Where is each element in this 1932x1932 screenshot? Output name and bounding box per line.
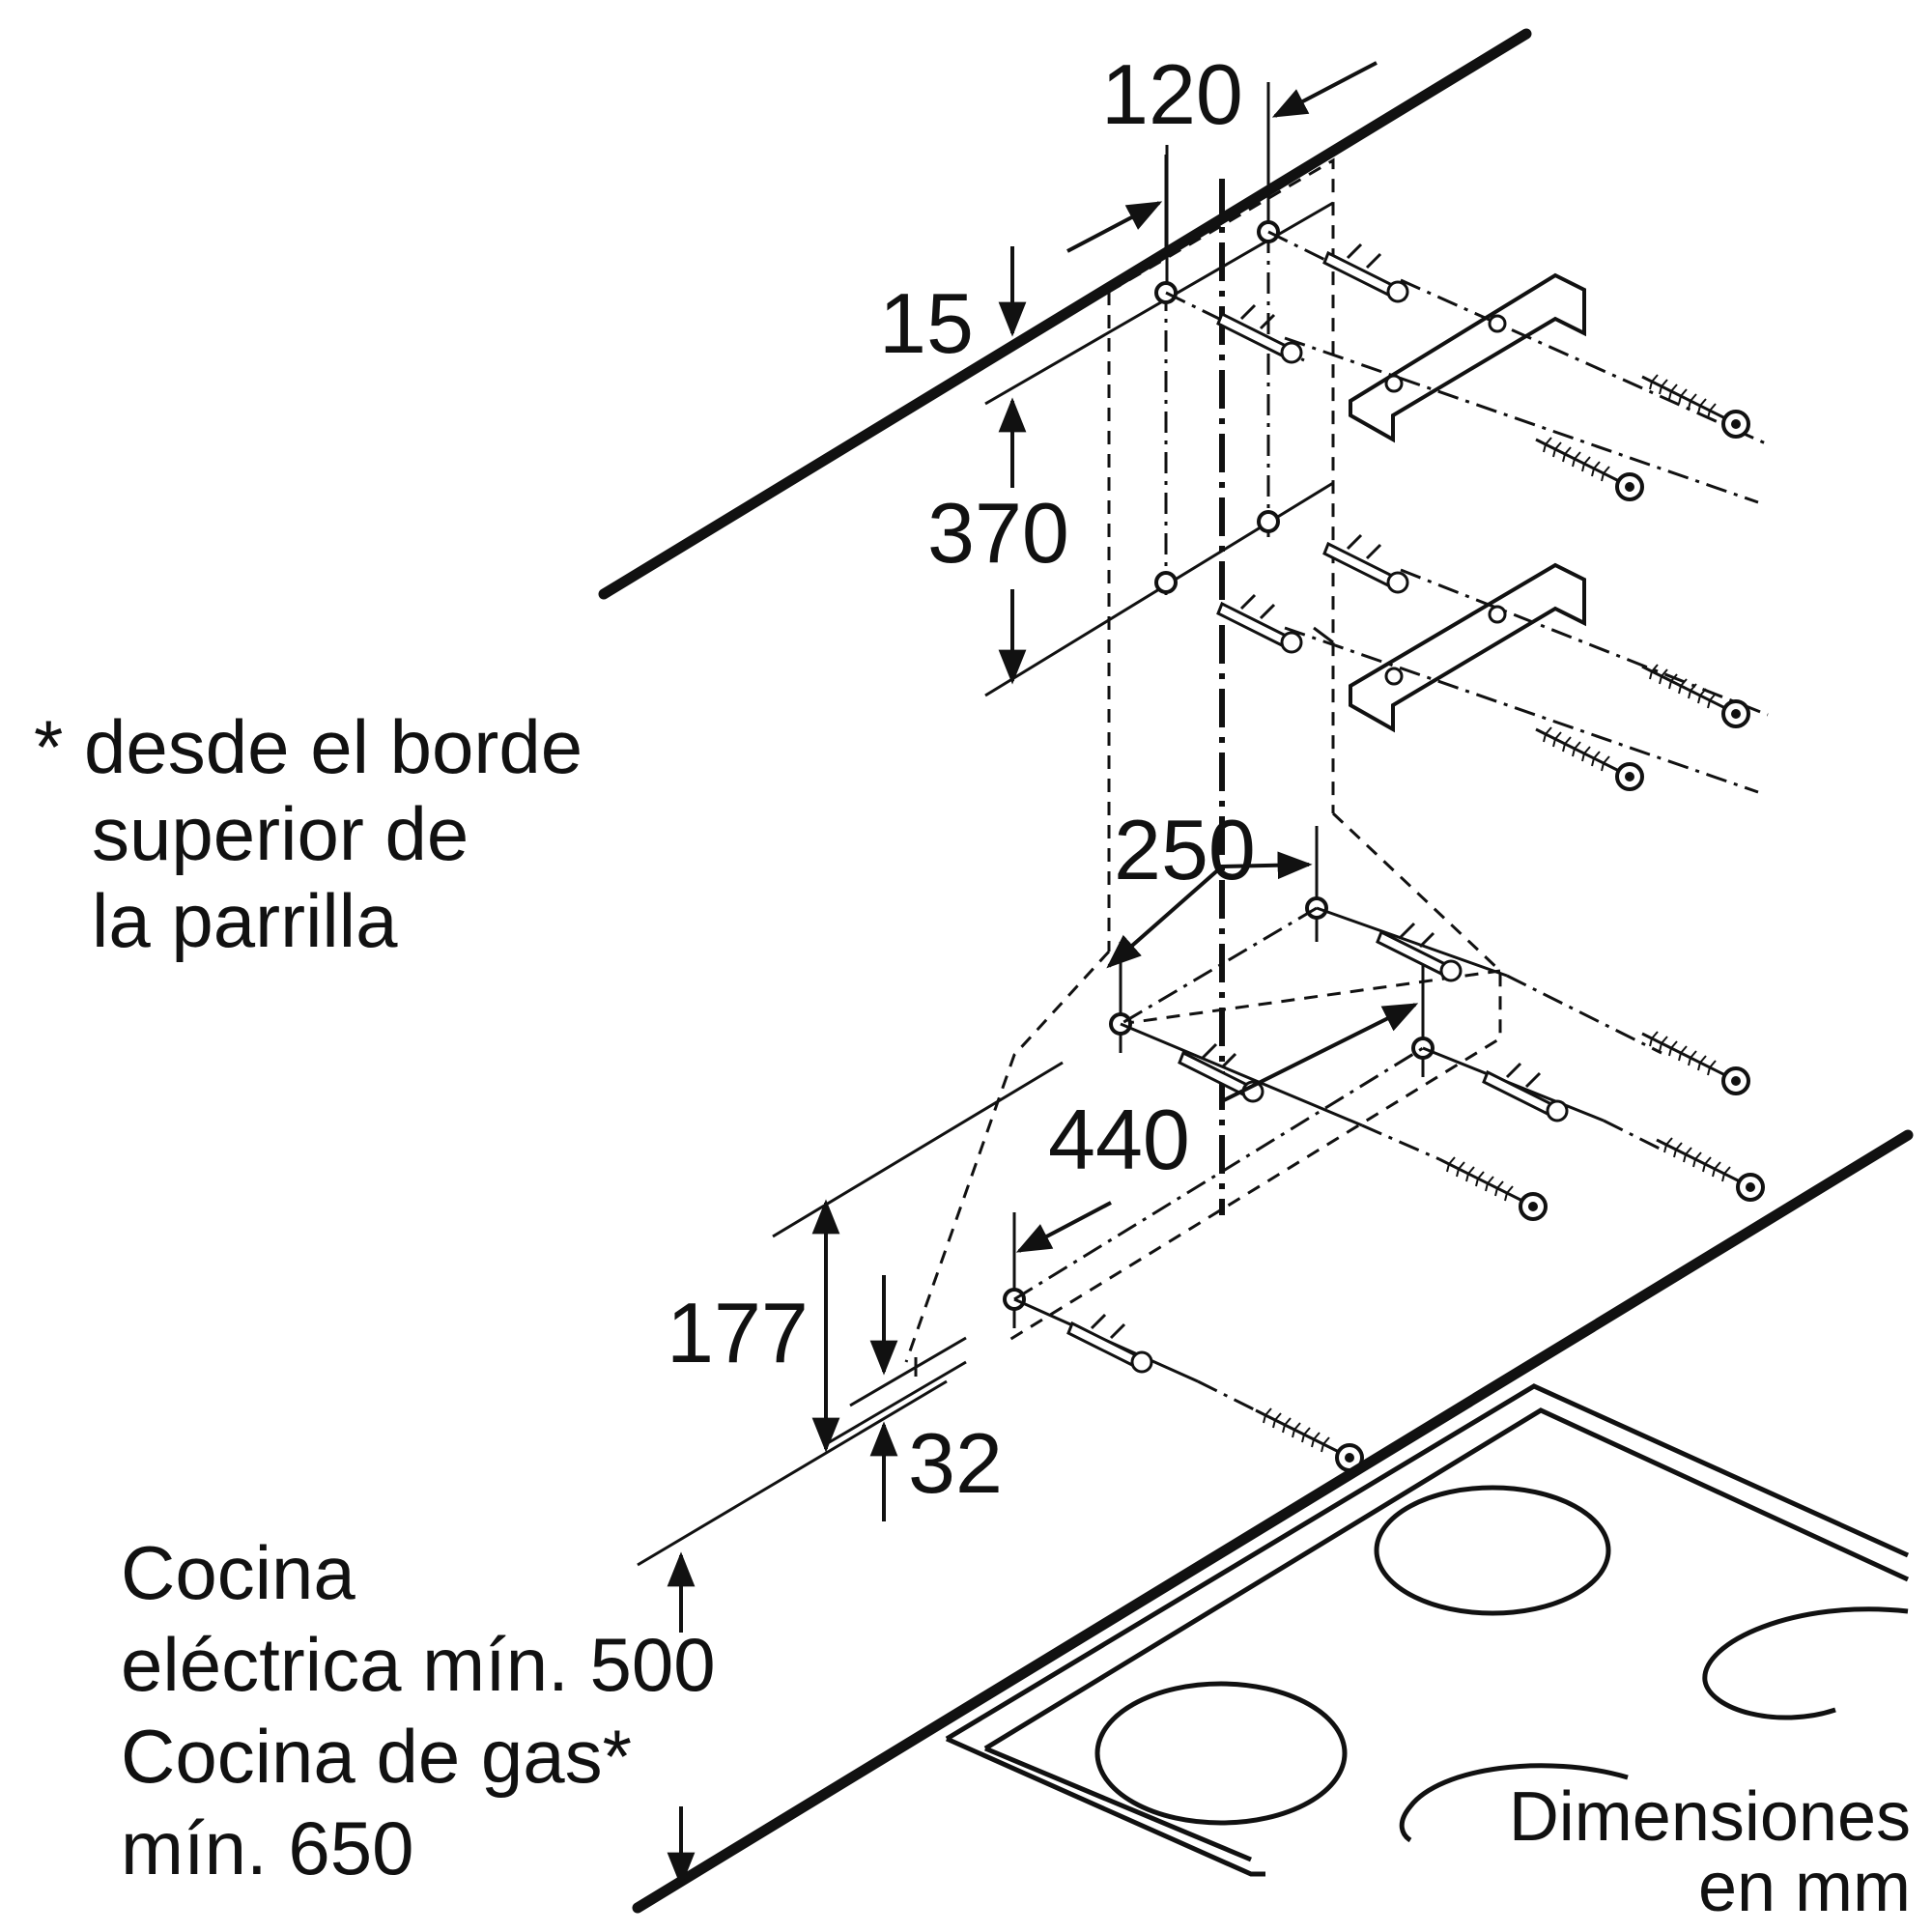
dim-177-label: 177 [667, 1285, 809, 1380]
dim-120: 120 [1066, 46, 1378, 256]
clearance-line-4: mín. 650 [121, 1805, 414, 1890]
dim-120-label: 120 [1101, 46, 1243, 142]
dim-370: 370 [927, 397, 1069, 685]
burner-left [1094, 1681, 1348, 1826]
dim-250-label: 250 [1114, 802, 1256, 897]
units-line-1: Dimensiones [1509, 1778, 1911, 1856]
hob [632, 1129, 1914, 1914]
units-label: Dimensiones en mm [1509, 1778, 1911, 1926]
burner-top [1374, 1485, 1611, 1616]
chimney-fixings [1003, 896, 1765, 1472]
dim-32: 32 [869, 1275, 1003, 1521]
burner-right [1702, 1606, 1909, 1720]
clearance-text: Cocina eléctrica mín. 500 Cocina de gas*… [121, 1530, 716, 1890]
dim-440-label: 440 [1048, 1092, 1190, 1187]
dim-177: 177 [667, 1199, 840, 1453]
lower-bracket-row [984, 481, 1769, 794]
clearance-line-1: Cocina [121, 1530, 355, 1615]
gas-note-line-2: superior de [92, 791, 469, 876]
gas-note-line-3: la parrilla [92, 878, 398, 963]
dim-370-label: 370 [927, 485, 1069, 581]
units-line-2: en mm [1698, 1849, 1911, 1926]
clearance-line-2: eléctrica mín. 500 [121, 1622, 716, 1707]
dim-250: 250 [1106, 802, 1313, 969]
burner-bottom [1399, 1763, 1629, 1843]
dim-15-label: 15 [879, 275, 974, 371]
upper-bracket-row [984, 201, 1769, 504]
clearance-line-3: Cocina de gas* [121, 1714, 632, 1799]
gas-note-line-1: * desde el borde [34, 704, 582, 789]
gas-note: * desde el borde superior de la parrilla [34, 704, 582, 963]
dim-15: 15 [879, 246, 1027, 371]
dim-32-label: 32 [908, 1415, 1003, 1511]
dim-440: 440 [1015, 1003, 1419, 1253]
ceiling-line [598, 28, 1532, 600]
